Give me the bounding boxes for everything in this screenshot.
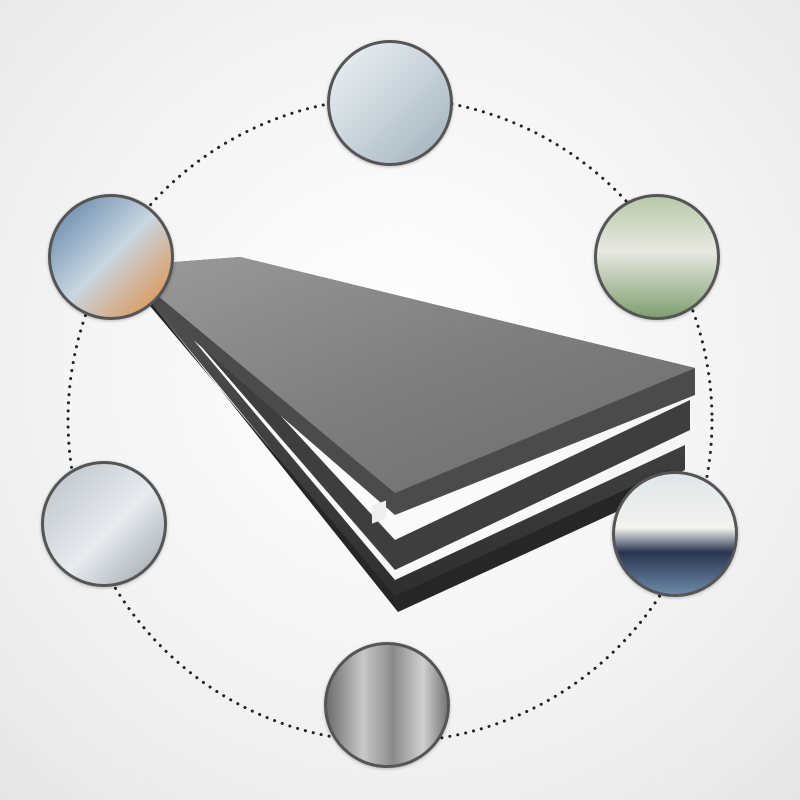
application-shipbuilding (612, 471, 738, 597)
application-construction (594, 194, 720, 320)
plate-label (372, 500, 386, 524)
dotted-ring (66, 96, 714, 744)
steel-plate-stack (122, 250, 695, 612)
application-home-appliances (327, 40, 453, 166)
application-pressure-vessels (324, 642, 450, 768)
application-machinery (48, 194, 174, 320)
application-automotive (41, 461, 167, 587)
